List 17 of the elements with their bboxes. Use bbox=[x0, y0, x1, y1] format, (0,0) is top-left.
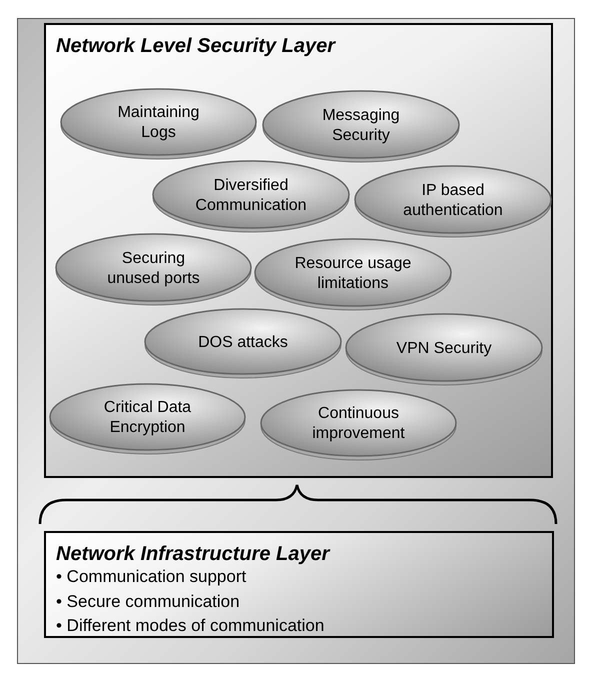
ellipse-label: Maintaining Logs bbox=[116, 103, 200, 143]
ellipse-label: Diversified Communication bbox=[194, 176, 308, 216]
ellipse-label: Securing unused ports bbox=[106, 248, 201, 288]
ellipse-label: IP based authentication bbox=[402, 180, 504, 220]
ellipse-label: VPN Security bbox=[396, 338, 492, 358]
layer-heading: Network Level Security Layer bbox=[56, 34, 336, 59]
ellipse-label: Messaging Security bbox=[321, 106, 401, 146]
layer-box bbox=[44, 531, 554, 638]
ellipse-label: Continuous improvement bbox=[311, 404, 406, 444]
ellipse-label: Resource usage limitations bbox=[294, 254, 412, 294]
bullet-item: • Communication support bbox=[56, 566, 248, 588]
bullet-item: • Different modes of communication bbox=[56, 615, 324, 638]
bullet-item: • Secure communication bbox=[56, 590, 241, 613]
ellipse-label: DOS attacks bbox=[198, 332, 288, 352]
layer-heading: Network Infrastructure Layer bbox=[56, 542, 330, 567]
layer-box bbox=[44, 23, 553, 478]
ellipse-label: Critical Data Encryption bbox=[102, 398, 192, 438]
